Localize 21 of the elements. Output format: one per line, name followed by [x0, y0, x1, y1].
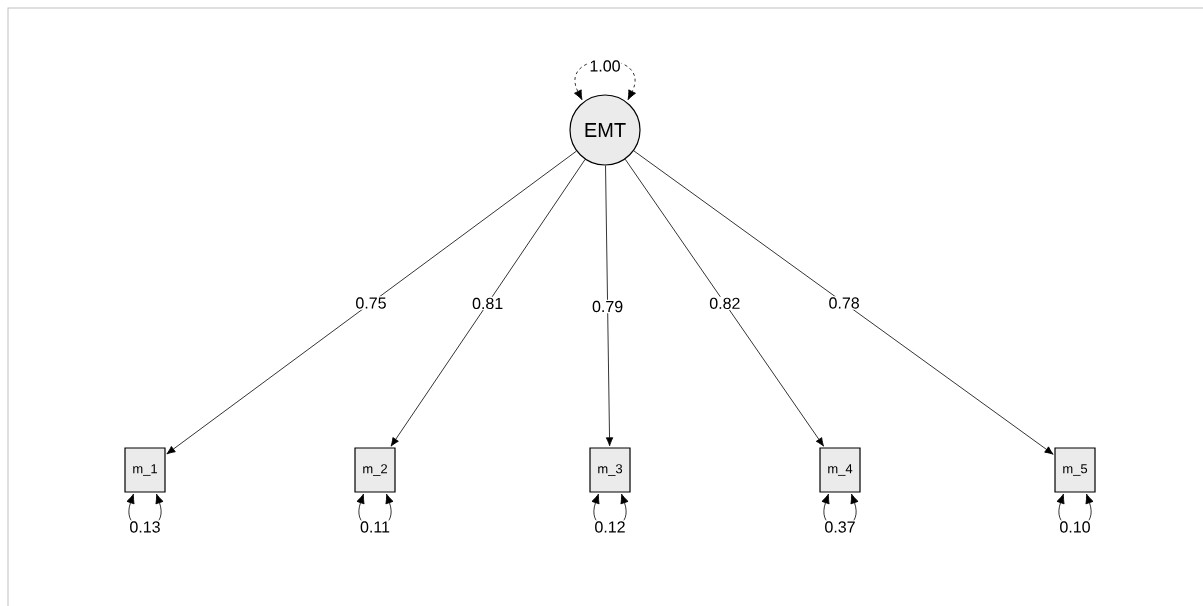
edge-label: 0.75 — [354, 296, 388, 310]
edge-label: 0.37 — [823, 520, 857, 534]
observed-box: m_5 — [1054, 447, 1096, 493]
arrow — [624, 158, 824, 447]
edge-label: 0.13 — [128, 520, 162, 534]
arrow — [166, 150, 577, 455]
edge-label: 0.82 — [708, 296, 742, 310]
arrow — [633, 150, 1054, 455]
observed-box: m_3 — [589, 447, 631, 493]
edge-label: 0.10 — [1058, 520, 1092, 534]
edge-label: 0.81 — [471, 296, 505, 311]
observed-box: m_4 — [819, 447, 861, 493]
edge-label: 1.00 — [588, 59, 622, 73]
edge-label: 0.79 — [591, 299, 625, 314]
edge-label: 0.12 — [593, 520, 627, 534]
observed-box: m_1 — [124, 447, 166, 493]
observed-box: m_2 — [354, 447, 396, 493]
edge-label: 0.78 — [827, 296, 861, 310]
edge-label: 0.11 — [359, 520, 391, 534]
arrow — [390, 159, 586, 447]
arrow — [605, 165, 614, 447]
